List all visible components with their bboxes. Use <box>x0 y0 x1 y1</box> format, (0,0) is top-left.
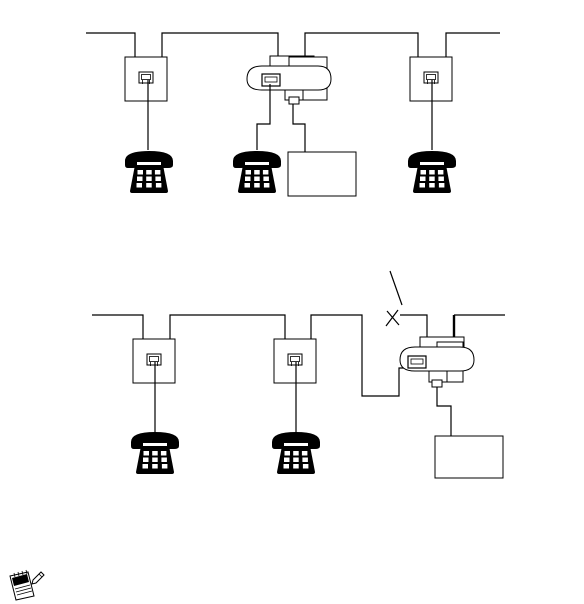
telephone-icon <box>272 432 320 474</box>
two-line-adapter-icon <box>400 337 474 387</box>
bottom-diagram <box>92 271 505 478</box>
note-pad-pencil-icon <box>10 570 44 600</box>
wall-jack-icon <box>274 339 316 383</box>
wall-jack-icon <box>125 57 167 101</box>
telephone-icon <box>233 151 281 193</box>
wall-jack-icon <box>133 339 175 383</box>
disconnected-line-marker <box>386 271 402 326</box>
device-box <box>435 436 503 478</box>
telephone-icon <box>125 151 173 193</box>
device-box <box>288 152 356 196</box>
top-diagram <box>86 33 500 196</box>
telephone-icon <box>131 432 179 474</box>
two-line-adapter-icon <box>247 56 331 104</box>
telephone-icon <box>408 151 456 193</box>
wall-jack-icon <box>410 57 452 101</box>
